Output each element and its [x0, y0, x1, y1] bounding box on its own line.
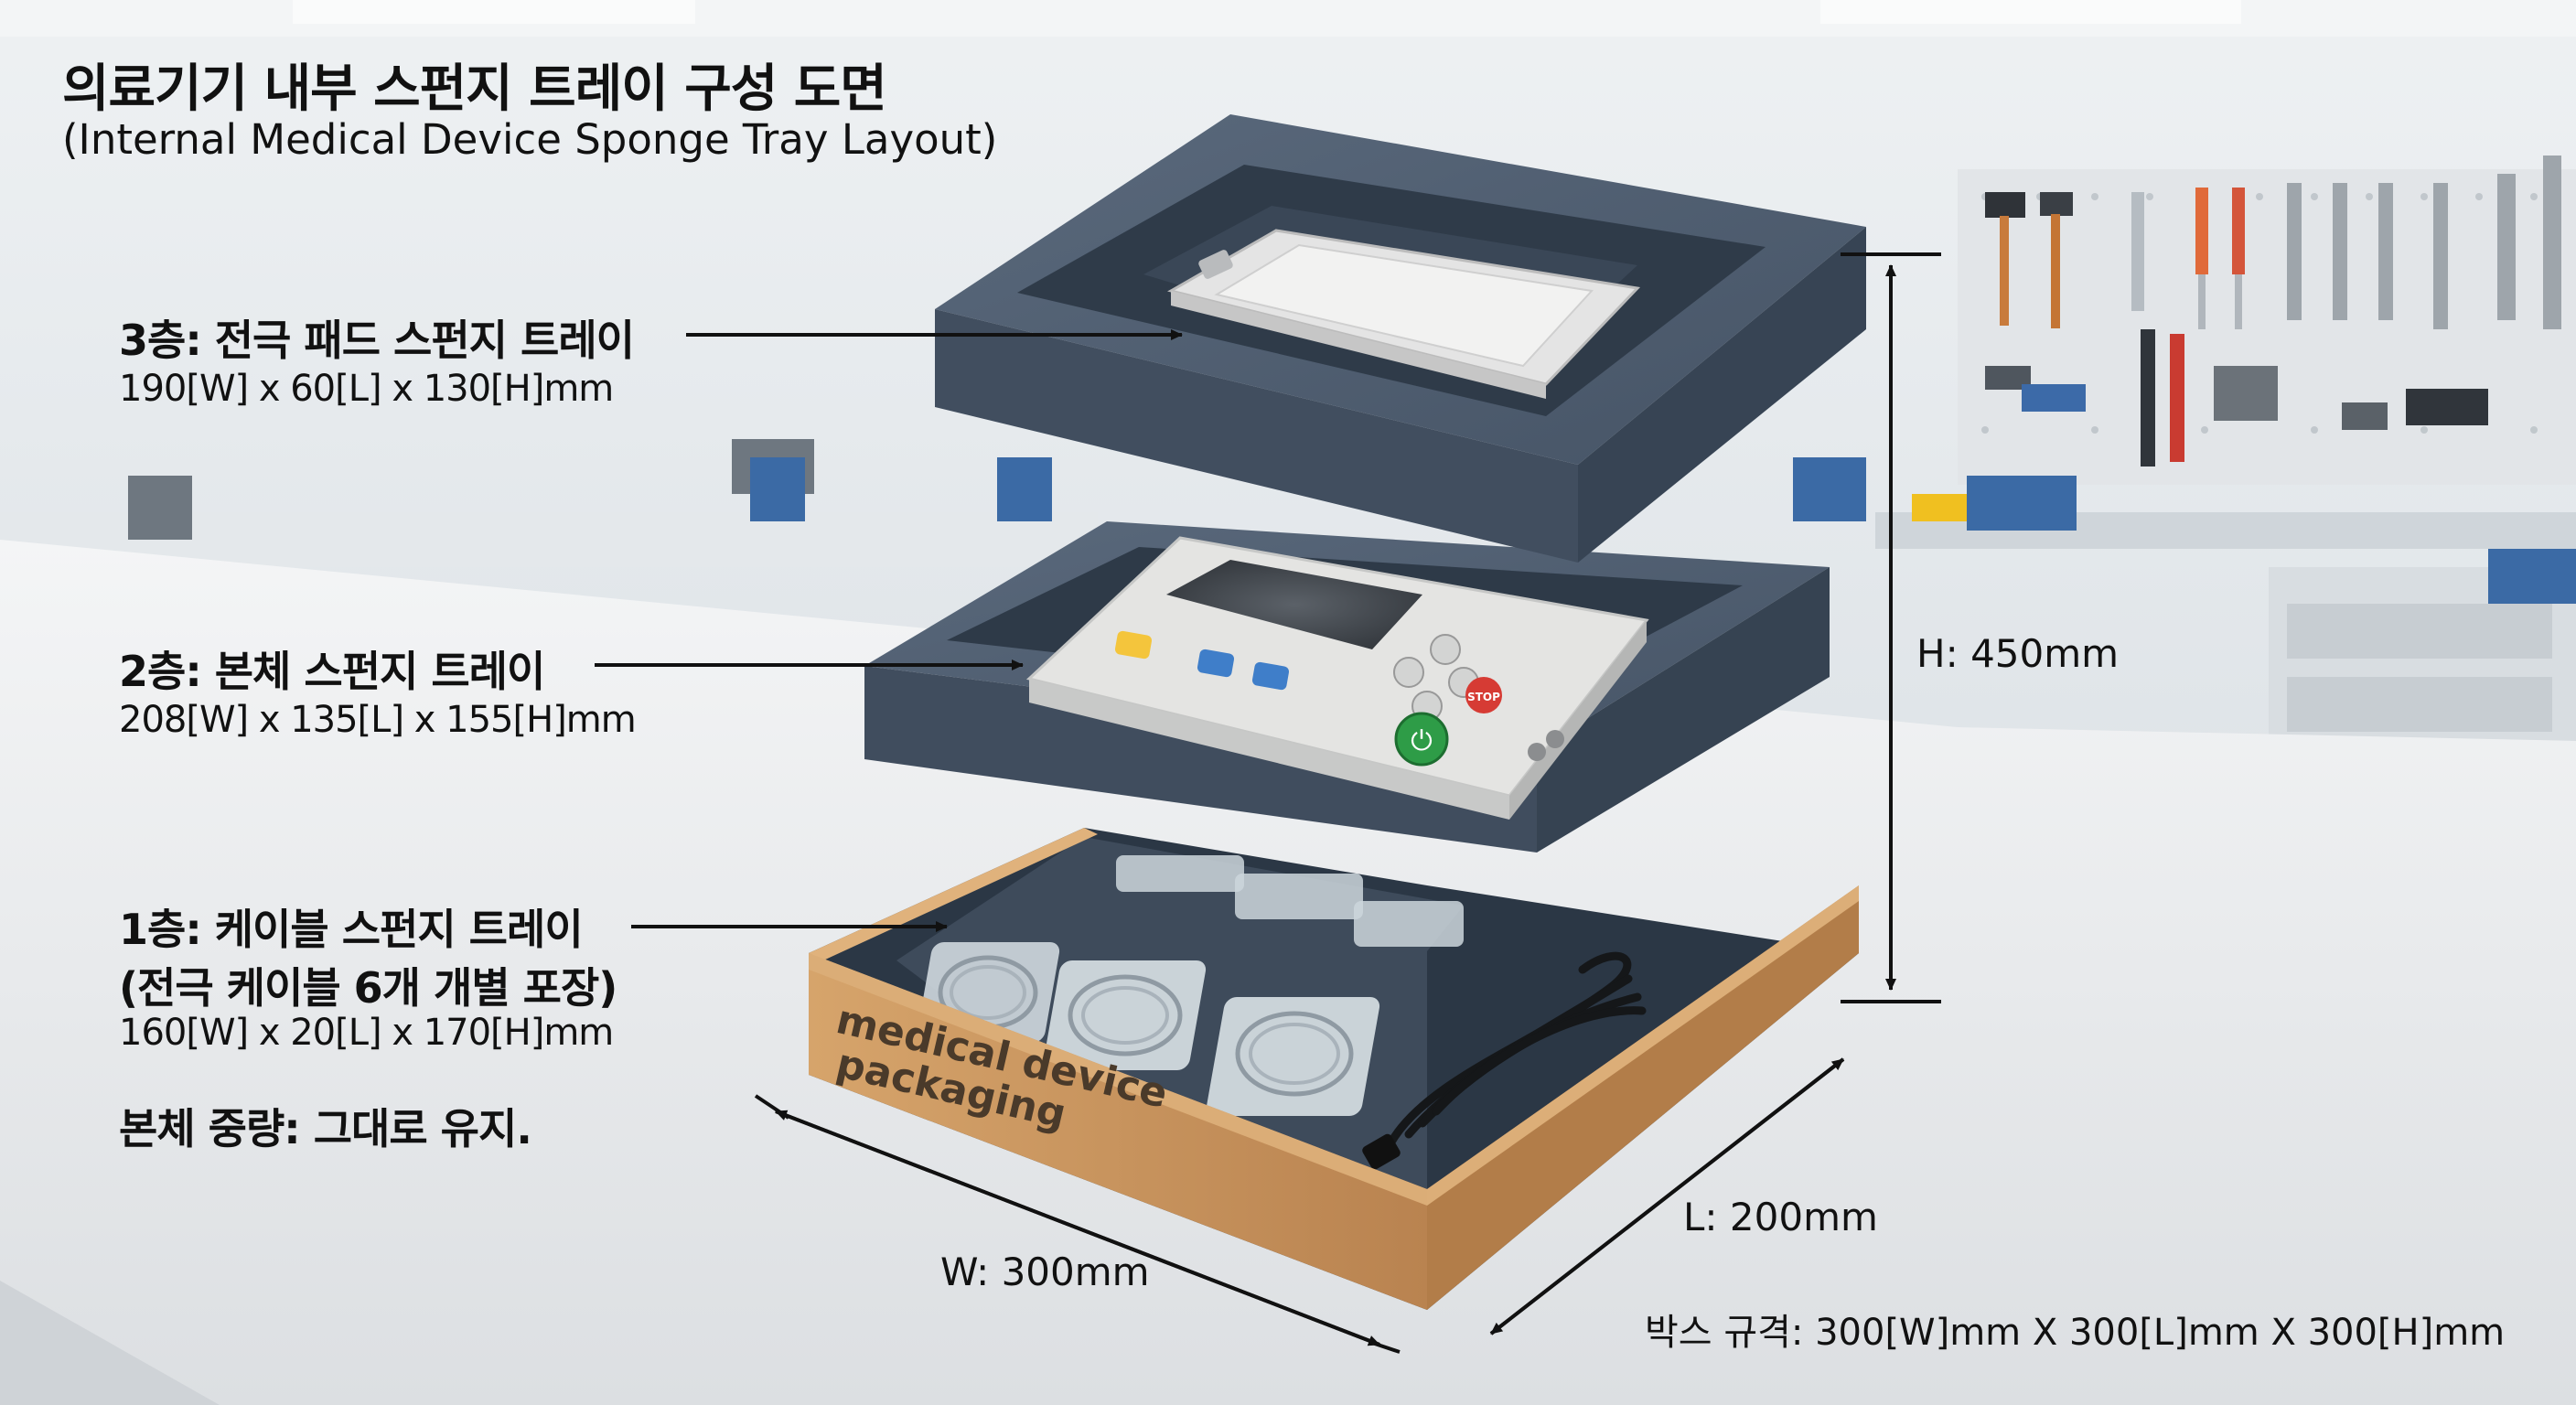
device-button-yellow: [1114, 630, 1153, 660]
layer1-label-sub: (전극 케이블 6개 개별 포장): [119, 963, 617, 1013]
device-button-blue-2: [1251, 661, 1290, 691]
layer2-dims: 208[W] x 135[L] x 155[H]mm: [119, 699, 637, 741]
box-spec: 박스 규격: 300[W]mm X 300[L]mm X 300[H]mm: [1645, 1312, 2506, 1354]
page-subtitle: (Internal Medical Device Sponge Tray Lay…: [62, 115, 998, 164]
page-title: 의료기기 내부 스펀지 트레이 구성 도면: [62, 59, 887, 119]
device-connector-2: [1546, 730, 1564, 748]
height-dimension: [1841, 252, 1941, 1003]
layer1-dims: 160[W] x 20[L] x 170[H]mm: [119, 1012, 614, 1054]
device-dpad-up: [1430, 634, 1461, 665]
device-screen: [1166, 560, 1422, 649]
medical-device: ⏻ STOP: [1025, 536, 1649, 820]
width-label: W: 300mm: [940, 1249, 1150, 1294]
layer1-label: 1층: 케이블 스펀지 트레이: [119, 905, 584, 954]
height-label: H: 450mm: [1916, 631, 2120, 676]
pad-connector: [1198, 250, 1233, 279]
pegboard: [1958, 156, 2576, 485]
device-dpad-left: [1393, 657, 1424, 688]
device-button-blue-1: [1197, 649, 1235, 678]
device-stop-label: STOP: [1467, 691, 1500, 703]
device-power-icon: ⏻: [1411, 725, 1433, 757]
device-power-button: [1394, 712, 1449, 767]
layer2-label: 2층: 본체 스펀지 트레이: [119, 647, 545, 696]
length-dimension: [1489, 1057, 1845, 1335]
weight-note: 본체 중량: 그대로 유지.: [119, 1104, 532, 1153]
electrode-pad: [1167, 229, 1641, 399]
device-connector-1: [1528, 743, 1546, 761]
device-stop-button: [1465, 677, 1502, 713]
width-dimension: [754, 1094, 1401, 1354]
layer3-dims: 190[W] x 60[L] x 130[H]mm: [119, 368, 614, 410]
layer3-label: 3층: 전극 패드 스펀지 트레이: [119, 316, 635, 365]
cardboard-box: [809, 828, 1859, 1310]
length-label: L: 200mm: [1683, 1195, 1878, 1239]
